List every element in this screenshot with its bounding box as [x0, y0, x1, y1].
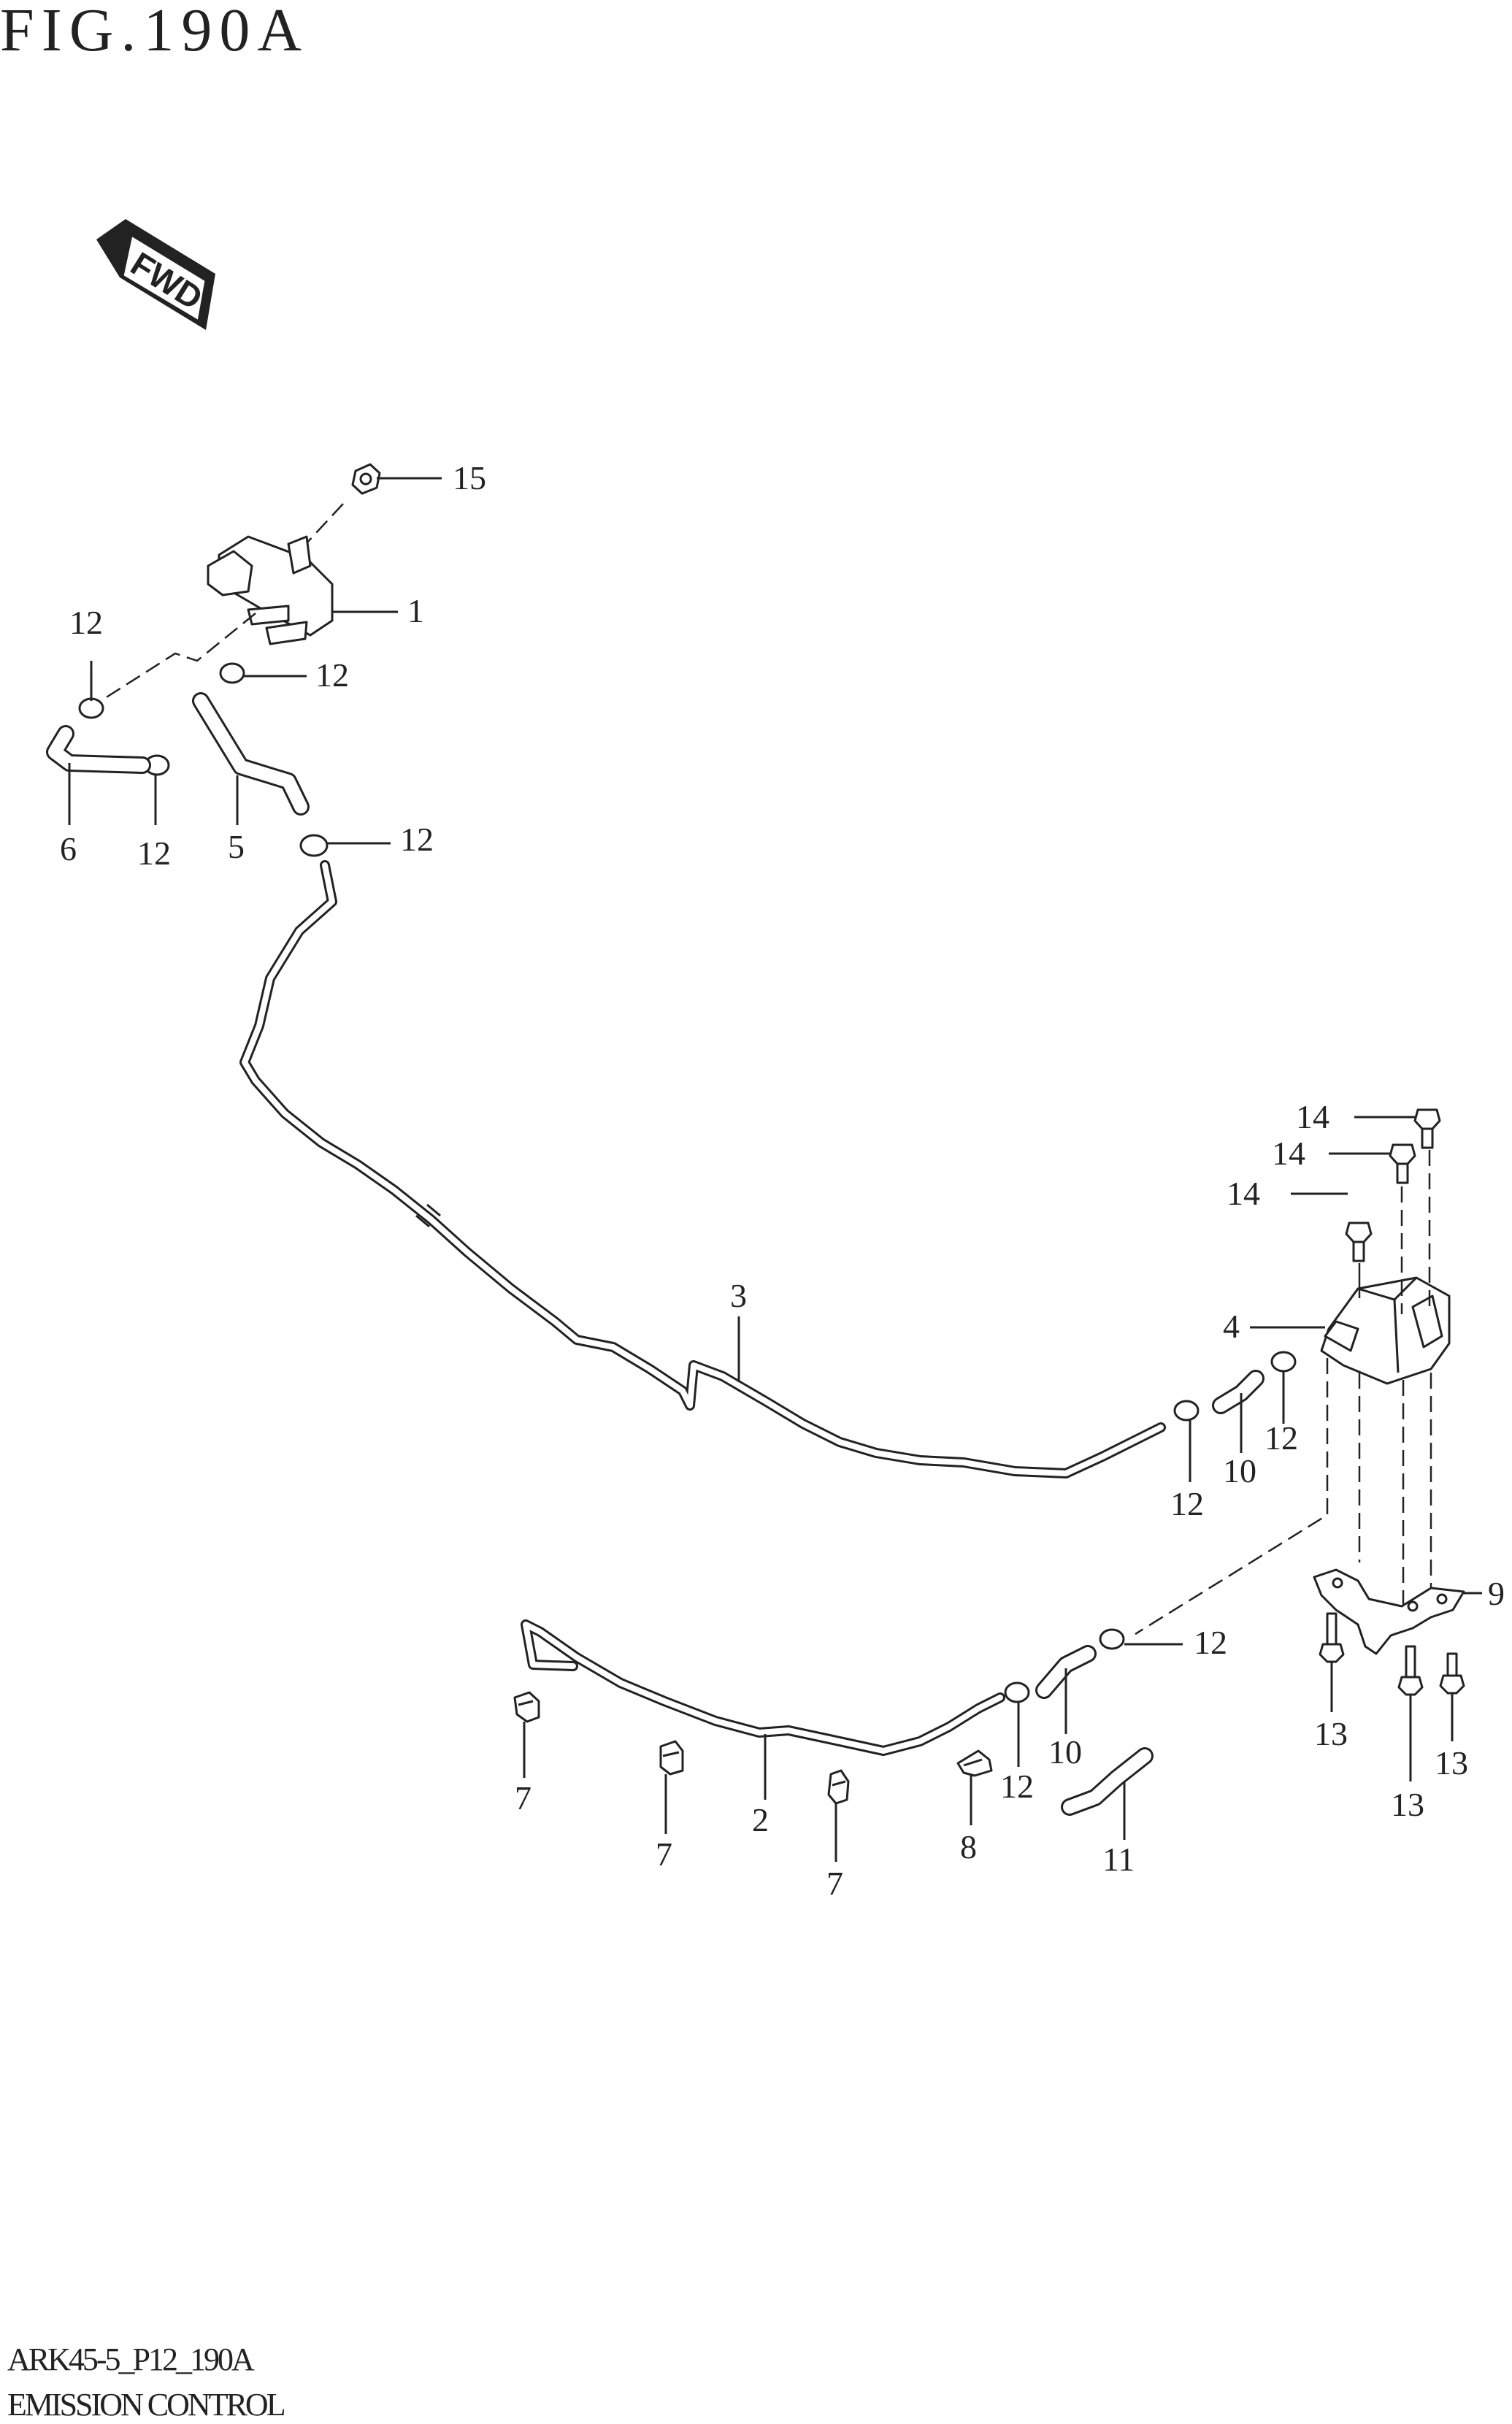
hose-guide-b: [1135, 1358, 1329, 1635]
callout-13-a: 13: [1314, 1715, 1348, 1752]
clamp-part-7-c: [827, 1769, 850, 1805]
callout-1: 1: [407, 592, 424, 629]
clip-part-12-b: [219, 662, 245, 684]
callout-12-e: 12: [1265, 1419, 1298, 1457]
section-name: EMISSION CONTROL: [7, 2387, 286, 2423]
callout-4: 4: [1223, 1308, 1240, 1345]
callout-11: 11: [1102, 1841, 1135, 1878]
callout-6: 6: [60, 830, 77, 867]
bracket-part-9: [1313, 1568, 1465, 1655]
callout-8: 8: [960, 1828, 977, 1865]
clip-part-12-a: [78, 697, 104, 719]
hose-part-11: [1061, 1747, 1154, 1816]
hose-part-6: [46, 725, 151, 774]
clamp-part-8: [956, 1749, 993, 1777]
clip-part-12-g: [1004, 1681, 1030, 1703]
callout-7-c: 7: [826, 1865, 843, 1902]
callout-13-b: 13: [1435, 1744, 1468, 1781]
fwd-arrow-icon: FWD: [96, 219, 215, 330]
pipe-part-2: [521, 1619, 1005, 1756]
callout-7-a: 7: [515, 1779, 531, 1817]
clip-part-12-d: [299, 834, 329, 857]
callout-9: 9: [1488, 1575, 1505, 1612]
callout-12-g: 12: [1194, 1624, 1227, 1661]
callout-10-a: 10: [1223, 1452, 1256, 1489]
callout-7-b: 7: [656, 1836, 672, 1873]
hose-part-10-b: [1035, 1645, 1097, 1699]
bolt-guide-a: [1428, 1150, 1432, 1603]
hose-guide: [94, 613, 256, 706]
callout-3: 3: [730, 1277, 747, 1314]
hose-part-5: [192, 692, 310, 816]
callout-14-a: 14: [1296, 1098, 1329, 1135]
callout-12-h: 12: [1000, 1768, 1034, 1805]
figure-title: FIG.190A: [0, 0, 310, 64]
clip-part-12-e: [1173, 1400, 1200, 1422]
callout-12-b: 12: [315, 656, 349, 694]
bolt-part-14-a: [1413, 1108, 1441, 1149]
leader-lines: [68, 477, 1482, 1862]
callout-12-a: 12: [69, 604, 103, 641]
nut-part-15: [351, 463, 381, 495]
canister-part-4: [1320, 1276, 1451, 1385]
valve-part-1: [207, 535, 334, 645]
callout-10-b: 10: [1048, 1733, 1082, 1771]
callout-14-b: 14: [1272, 1135, 1305, 1172]
clip-part-12-f: [1270, 1351, 1297, 1373]
callout-2: 2: [752, 1801, 769, 1838]
bolt-part-13-c: [1439, 1652, 1465, 1695]
clamp-part-7-b: [659, 1740, 684, 1776]
bolt-part-14-c: [1345, 1221, 1373, 1262]
diagram-code: ARK45-5_P12_190A: [7, 2341, 255, 2377]
callout-labels: 15 1 12 12 6 12 5 12 3 14 14 14 4 12 10 …: [60, 459, 1505, 1902]
pipe-part-3: [239, 860, 1166, 1478]
bolt-part-13-b: [1397, 1645, 1424, 1696]
clamp-part-7-a: [513, 1691, 540, 1723]
callout-13-c: 13: [1391, 1786, 1424, 1823]
bolt-part-13-a: [1319, 1612, 1345, 1663]
callout-12-d: 12: [400, 821, 434, 858]
hose-part-10-a: [1212, 1370, 1265, 1414]
bolt-part-14-b: [1389, 1143, 1416, 1184]
callout-12-c: 12: [137, 835, 171, 872]
clip-part-12-h: [1099, 1628, 1125, 1650]
bolt-guide-b: [1400, 1186, 1405, 1617]
callout-12-f: 12: [1170, 1485, 1204, 1522]
callout-15: 15: [453, 459, 486, 496]
callout-14-c: 14: [1227, 1175, 1260, 1212]
callout-5: 5: [228, 828, 245, 865]
